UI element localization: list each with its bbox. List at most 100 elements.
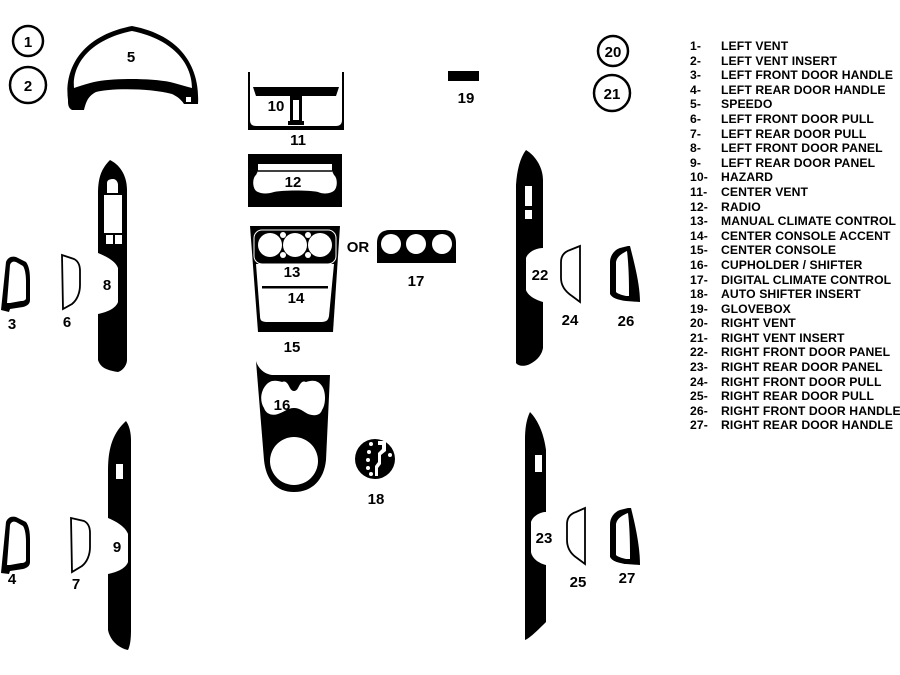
hazard-base xyxy=(288,121,304,125)
legend-name: RIGHT FRONT DOOR PANEL xyxy=(721,345,891,360)
legend-item: 23-RIGHT REAR DOOR PANEL xyxy=(690,360,900,375)
part-number-label: 4 xyxy=(8,571,17,588)
part-number-label: 1 xyxy=(24,34,32,51)
legend-name: LEFT VENT INSERT xyxy=(721,53,838,68)
legend-name: CUPHOLDER / SHIFTER xyxy=(721,257,863,272)
part-24-right-front-door-pull: 24 xyxy=(560,244,581,329)
switch-cutout xyxy=(525,186,532,206)
part-number-label: 13 xyxy=(284,264,301,281)
legend-name: RIGHT VENT xyxy=(721,316,796,331)
part-23-right-rear-door-panel: 23 xyxy=(525,412,552,640)
legend-name: LEFT FRONT DOOR HANDLE xyxy=(721,68,894,83)
part-7-left-rear-door-pull: 7 xyxy=(70,516,91,593)
legend-item: 13-MANUAL CLIMATE CONTROL xyxy=(690,214,900,229)
switch-cutout xyxy=(115,235,122,244)
legend-name: CENTER VENT xyxy=(721,184,809,199)
legend-item: 19-GLOVEBOX xyxy=(690,302,900,317)
legend-item: 14-CENTER CONSOLE ACCENT xyxy=(690,229,900,244)
climate-dot xyxy=(280,252,286,258)
legend-name: RIGHT REAR DOOR PANEL xyxy=(721,360,883,375)
legend-name: GLOVEBOX xyxy=(721,301,791,316)
vent-ring-icon xyxy=(11,24,45,58)
vent-ring-icon xyxy=(596,34,630,68)
part-21-right-vent-insert: 21 xyxy=(592,73,632,113)
legend-item: 16-CUPHOLDER / SHIFTER xyxy=(690,258,900,273)
part-number-label: 21 xyxy=(604,86,621,103)
cupholder-cutout xyxy=(261,380,325,416)
legend-item: 6-LEFT FRONT DOOR PULL xyxy=(690,112,900,127)
vent-insert-ring-icon xyxy=(592,73,632,113)
gear-indicator-dot xyxy=(388,453,392,457)
pull-outline xyxy=(566,506,586,566)
legend-number: 17- xyxy=(690,272,708,287)
legend-number: 22- xyxy=(690,345,708,360)
gear-indicator-dot xyxy=(366,466,370,470)
legend-item: 9-LEFT REAR DOOR PANEL xyxy=(690,156,900,171)
legend-item: 24-RIGHT FRONT DOOR PULL xyxy=(690,375,900,390)
legend-item: 20-RIGHT VENT xyxy=(690,316,900,331)
legend-item: 7-LEFT REAR DOOR PULL xyxy=(690,127,900,142)
accent-strip xyxy=(262,286,328,289)
pull-outline xyxy=(560,244,581,304)
switch-cutout xyxy=(104,195,122,233)
legend-number: 10- xyxy=(690,170,708,185)
legend-name: LEFT REAR DOOR PULL xyxy=(721,126,867,141)
legend-item: 11- CENTER VENT xyxy=(690,185,900,200)
legend-name: RIGHT REAR DOOR PULL xyxy=(721,389,874,404)
digital-knob-right-icon xyxy=(432,234,452,254)
legend-number: 11- xyxy=(690,184,708,199)
legend-item: 4-LEFT REAR DOOR HANDLE xyxy=(690,83,900,98)
legend-number: 27- xyxy=(690,418,708,433)
legend-item: 2- LEFT VENT INSERT xyxy=(690,54,900,69)
legend-name: LEFT VENT xyxy=(721,39,789,53)
part-number-label: 24 xyxy=(562,312,579,329)
handle-cutout xyxy=(7,521,26,565)
part-8-left-front-door-panel: 8 xyxy=(98,160,127,372)
switch-cutout xyxy=(116,464,123,479)
legend-number: 25- xyxy=(690,389,708,404)
legend-number: 15- xyxy=(690,243,708,258)
part-3-left-front-door-handle: 3 xyxy=(1,256,30,333)
part-11-center-vent xyxy=(248,72,344,130)
shifter-hole-icon xyxy=(270,437,318,485)
part-17-digital-climate-control: 17 xyxy=(377,230,456,290)
legend-item: 8-LEFT FRONT DOOR PANEL xyxy=(690,141,900,156)
switch-cutout xyxy=(107,179,118,193)
legend-number: 26- xyxy=(690,403,708,418)
part-15-label: 15 xyxy=(284,339,301,356)
legend-item: 22- RIGHT FRONT DOOR PANEL xyxy=(690,345,900,360)
legend-item: 17-DIGITAL CLIMATE CONTROL xyxy=(690,273,900,288)
part-10-label: 10 xyxy=(268,98,285,115)
switch-cutout xyxy=(535,455,542,472)
legend-item: 15-CENTER CONSOLE xyxy=(690,243,900,258)
center-vent-bar xyxy=(253,87,339,100)
part-20-right-vent: 20 xyxy=(596,34,630,68)
part-number-label: 5 xyxy=(127,49,135,66)
part-18-auto-shifter-insert: 18 xyxy=(355,439,395,508)
part-13-manual-climate-control: 13 xyxy=(253,229,337,281)
legend-name: RADIO xyxy=(721,199,761,214)
switch-cutout xyxy=(525,210,532,219)
legend-item: 18-AUTO SHIFTER INSERT xyxy=(690,287,900,302)
part-6-left-front-door-pull: 6 xyxy=(61,253,81,331)
climate-knob-center-icon xyxy=(283,233,307,257)
legend-item: 26-RIGHT FRONT DOOR HANDLE xyxy=(690,404,900,419)
legend-item: 21-RIGHT VENT INSERT xyxy=(690,331,900,346)
legend-number: 21- xyxy=(690,330,708,345)
legend-number: 2- xyxy=(690,53,702,68)
glovebox-strip xyxy=(448,71,479,81)
part-22-right-front-door-panel: 22 xyxy=(516,150,548,366)
climate-outline xyxy=(253,229,337,265)
console-cutout xyxy=(256,264,334,322)
parts-legend: 1-LEFT VENT 2-LEFT VENT INSERT 3-LEFT FR… xyxy=(690,39,900,433)
legend-item: 1-LEFT VENT xyxy=(690,39,900,54)
part-number-label: 18 xyxy=(368,491,385,508)
switch-cutout xyxy=(106,235,113,244)
part-number-label: 17 xyxy=(408,273,425,290)
digital-knob-left-icon xyxy=(381,234,401,254)
part-number-label: 16 xyxy=(274,397,291,414)
legend-name: SPEEDO xyxy=(721,97,773,112)
legend-name: RIGHT FRONT DOOR PULL xyxy=(721,374,882,389)
part-27-right-rear-door-handle: 27 xyxy=(610,508,640,587)
